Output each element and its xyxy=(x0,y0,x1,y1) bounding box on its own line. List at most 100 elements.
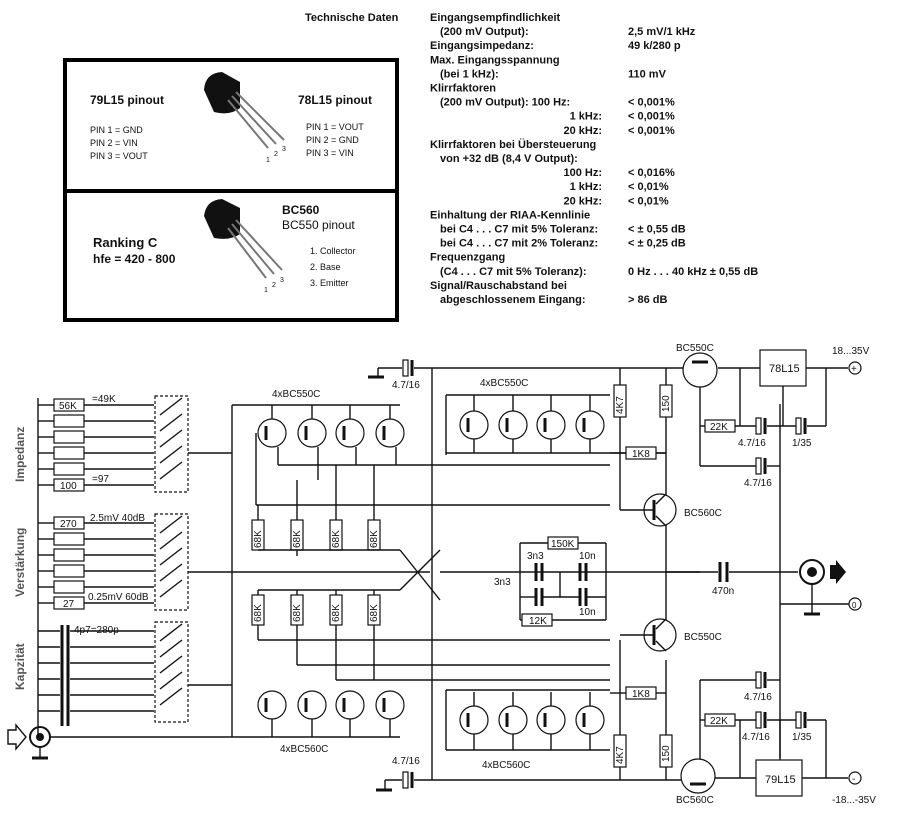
ranking-label: Ranking C xyxy=(93,235,158,250)
res-68k-label: 68K xyxy=(331,530,342,548)
supply-pos-label: 18...35V xyxy=(832,346,870,357)
reg-79l15-label: 79L15 xyxy=(765,774,796,786)
res-68k-bottom-group: 68K 68K 68K 68K xyxy=(251,549,610,681)
cap-4.7-16-label: 4.7/16 xyxy=(742,732,770,743)
bc560-label: BC560 xyxy=(282,203,320,217)
positive-supply: BC550C 78L15 + 18...35V 22K 4.7/16 1/35 xyxy=(676,343,870,489)
res-68k-top-group: 68K 68K 68K 68K xyxy=(251,465,441,601)
res-4k7-label: 4K7 xyxy=(615,396,626,414)
spec-heading: Technische Daten xyxy=(305,12,399,24)
spec-value: < ± 0,55 dB xyxy=(628,224,686,236)
spec-value: < 0,01% xyxy=(628,181,669,193)
input-cap-bottom: 4.7/16 xyxy=(376,756,690,792)
pinout-78l15-pin1: PIN 1 = VOUT xyxy=(306,122,364,132)
spec-label: (C4 . . . C7 mit 5% Toleranz): xyxy=(440,266,587,278)
spec-label: (bei 1 kHz): xyxy=(440,68,499,80)
spec-value: < 0,001% xyxy=(628,97,675,109)
cap-3n3-label: 3n3 xyxy=(494,577,511,588)
cap-1-35-label: 1/35 xyxy=(792,438,812,449)
res-22k-label: 22K xyxy=(710,716,728,727)
bc-pin2: 2. Base xyxy=(310,262,341,272)
res-68k-label: 68K xyxy=(253,530,264,548)
res-150k-label: 150K xyxy=(551,539,575,550)
spec-label: 1 kHz: xyxy=(570,111,602,123)
res-12k-label: 12K xyxy=(529,616,547,627)
cap-4.7-16-label: 4.7/16 xyxy=(392,380,420,391)
impedance-resistor-bank: 56K 100 =49K =97 xyxy=(37,394,232,740)
spec-label: Eingangsempfindlichkeit xyxy=(430,12,561,24)
svg-text:3: 3 xyxy=(282,146,286,153)
spec-label: Klirrfaktoren xyxy=(430,83,496,95)
top-right-pair-label: 4xBC550C xyxy=(480,378,528,389)
reg-78l15-label: 78L15 xyxy=(769,363,800,375)
spec-value: < 0,01% xyxy=(628,195,669,207)
pinout-79l15-pin2: PIN 2 = VIN xyxy=(90,138,138,148)
res-68k-label: 68K xyxy=(331,604,342,622)
spec-label: bei C4 . . . C7 mit 2% Toleranz: xyxy=(440,238,598,250)
driver-transistor-bottom: BC550C xyxy=(620,618,722,652)
q-bc550c-top-label: BC550C xyxy=(676,343,714,354)
input-arrow-icon xyxy=(7,723,27,751)
bias-resistors-top: 4K7 150 1K8 xyxy=(610,368,673,640)
cap-1-35-label: 1/35 xyxy=(792,732,812,743)
cap-3n3-label: 3n3 xyxy=(527,551,544,562)
bottom-right-pair-label: 4xBC560C xyxy=(482,760,530,771)
res-22k-label: 22K xyxy=(710,422,728,433)
res-68k-label: 68K xyxy=(292,604,303,622)
pinout-box: 79L15 pinout PIN 1 = GND PIN 2 = VIN PIN… xyxy=(63,58,399,322)
spec-label: 100 Hz: xyxy=(563,167,602,179)
spec-label: bei C4 . . . C7 mit 5% Toleranz: xyxy=(440,224,598,236)
to92-package-icon: 1 2 3 xyxy=(204,199,284,294)
terminal-minus: - xyxy=(852,774,855,785)
spec-value: < ± 0,25 dB xyxy=(628,238,686,250)
input-pair-bottom-left: 4xBC560C xyxy=(232,690,405,755)
impedance-top-note: =49K xyxy=(92,394,116,405)
negative-supply: 4.7/16 22K 4.7/16 1/35 BC560C 79L15 - xyxy=(676,671,876,806)
pinout-78l15-pin3: PIN 3 = VIN xyxy=(306,148,354,158)
spec-value: < 0,001% xyxy=(628,111,675,123)
cap-4.7-16-label: 4.7/16 xyxy=(392,756,420,767)
top-left-pair-label: 4xBC550C xyxy=(272,389,320,400)
pinout-78l15-title: 78L15 pinout xyxy=(298,93,372,107)
spec-label: Max. Eingangsspannung xyxy=(430,54,560,66)
res-100-label: 100 xyxy=(60,481,77,492)
res-270-label: 270 xyxy=(60,519,77,530)
svg-text:2: 2 xyxy=(274,151,278,158)
spec-table: Eingangsempfindlichkeit(200 mV Output):2… xyxy=(430,12,758,306)
output-arrow-icon xyxy=(830,560,846,584)
input-pair-top-left: 4xBC550C xyxy=(232,389,610,506)
cap-4.7-16-label: 4.7/16 xyxy=(744,478,772,489)
pinout-78l15-pin2: PIN 2 = GND xyxy=(306,135,359,145)
riaa-feedback-network: 150K 3n3 3n3 10n 10n 12K xyxy=(440,536,700,627)
q-bc550c-label: BC550C xyxy=(684,632,722,643)
res-27-label: 27 xyxy=(63,599,75,610)
res-1k8-label: 1K8 xyxy=(632,689,650,700)
spec-value: < 0,001% xyxy=(628,125,675,137)
spec-value: 2,5 mV/1 kHz xyxy=(628,26,696,38)
spec-value: 49 k/280 p xyxy=(628,40,681,52)
spec-label: 20 kHz: xyxy=(563,125,602,137)
spec-label: 1 kHz: xyxy=(570,181,602,193)
spec-value: < 0,016% xyxy=(628,167,675,179)
driver-transistor-top: BC560C xyxy=(620,493,722,527)
q-bc560c-bottom-label: BC560C xyxy=(676,795,714,806)
gain-resistor-bank: 270 27 2.5mV 40dB 0.25mV 60dB xyxy=(38,513,430,611)
res-4k7-label: 4K7 xyxy=(615,746,626,764)
supply-neg-label: -18...-35V xyxy=(832,795,876,806)
capacity-label: Kapzität xyxy=(13,643,27,690)
bc-pin3: 3. Emitter xyxy=(310,278,349,288)
input-pair-top-right: 4xBC550C xyxy=(431,368,666,780)
res-68k-label: 68K xyxy=(253,604,264,622)
spec-value: 110 mV xyxy=(628,68,667,80)
res-68k-label: 68K xyxy=(369,604,380,622)
bc-pin1: 1. Collector xyxy=(310,246,356,256)
output-coupling: 470n 0 xyxy=(666,404,862,758)
pinout-79l15-pin1: PIN 1 = GND xyxy=(90,125,143,135)
impedance-bottom-note: =97 xyxy=(92,474,109,485)
spec-label: abgeschlossenem Eingang: xyxy=(440,294,585,306)
res-68k-label: 68K xyxy=(369,530,380,548)
spec-label: Signal/Rauschabstand bei xyxy=(430,280,567,292)
spec-value: 0 Hz . . . 40 kHz ± 0,55 dB xyxy=(628,266,758,278)
cap-4.7-16-label: 4.7/16 xyxy=(744,692,772,703)
